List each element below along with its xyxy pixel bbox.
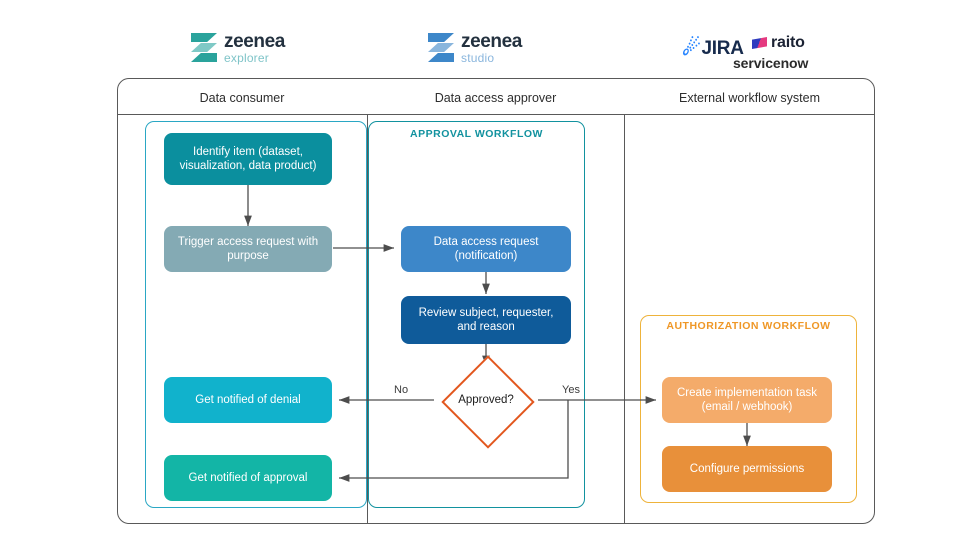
logo-servicenow: servicenow bbox=[733, 55, 809, 71]
zeenea-explorer-product: explorer bbox=[224, 51, 269, 65]
edge-label-no: No bbox=[392, 384, 411, 396]
jira-mark-icon: ☄ bbox=[682, 37, 701, 60]
logo-zeenea-studio: zeenea studio bbox=[428, 32, 522, 64]
logo-jira: ☄ JIRA bbox=[682, 36, 744, 61]
zeenea-explorer-mark-icon bbox=[191, 33, 217, 63]
lane-divider-2 bbox=[624, 114, 625, 524]
node-review-subject[interactable]: Review subject, requester, and reason bbox=[401, 296, 571, 344]
header-divider bbox=[117, 114, 875, 115]
node-create-implementation-task[interactable]: Create implementation task (email / webh… bbox=[662, 377, 832, 423]
edge-label-yes: Yes bbox=[560, 384, 582, 396]
node-get-notified-denial[interactable]: Get notified of denial bbox=[164, 377, 332, 423]
zeenea-studio-product: studio bbox=[461, 51, 495, 65]
column-header-data-access-approver: Data access approver bbox=[434, 91, 557, 105]
jira-label: JIRA bbox=[701, 37, 744, 59]
column-header-data-consumer: Data consumer bbox=[199, 91, 285, 105]
node-identify-item[interactable]: Identify item (dataset, visualization, d… bbox=[164, 133, 332, 185]
node-approved-decision[interactable]: Approved? bbox=[434, 355, 538, 449]
zeenea-studio-mark-icon bbox=[428, 33, 454, 63]
label-authorization-workflow: AUTHORIZATION WORKFLOW bbox=[666, 320, 831, 332]
node-data-access-request[interactable]: Data access request (notification) bbox=[401, 226, 571, 272]
decision-label: Approved? bbox=[458, 394, 514, 406]
lane-divider-1 bbox=[367, 114, 368, 524]
column-header-external-workflow-system: External workflow system bbox=[678, 91, 820, 105]
container-consumer-lane bbox=[145, 121, 367, 508]
zeenea-studio-brand: zeenea bbox=[461, 31, 522, 52]
logo-raito: raito bbox=[752, 34, 805, 52]
zeenea-explorer-brand: zeenea bbox=[224, 31, 285, 52]
node-configure-permissions[interactable]: Configure permissions bbox=[662, 446, 832, 492]
raito-label: raito bbox=[771, 34, 805, 51]
label-approval-workflow: APPROVAL WORKFLOW bbox=[410, 128, 543, 140]
node-get-notified-approval[interactable]: Get notified of approval bbox=[164, 455, 332, 501]
raito-mark-icon bbox=[752, 37, 767, 49]
logo-zeenea-explorer: zeenea explorer bbox=[191, 32, 285, 64]
node-trigger-access-request[interactable]: Trigger access request with purpose bbox=[164, 226, 332, 272]
